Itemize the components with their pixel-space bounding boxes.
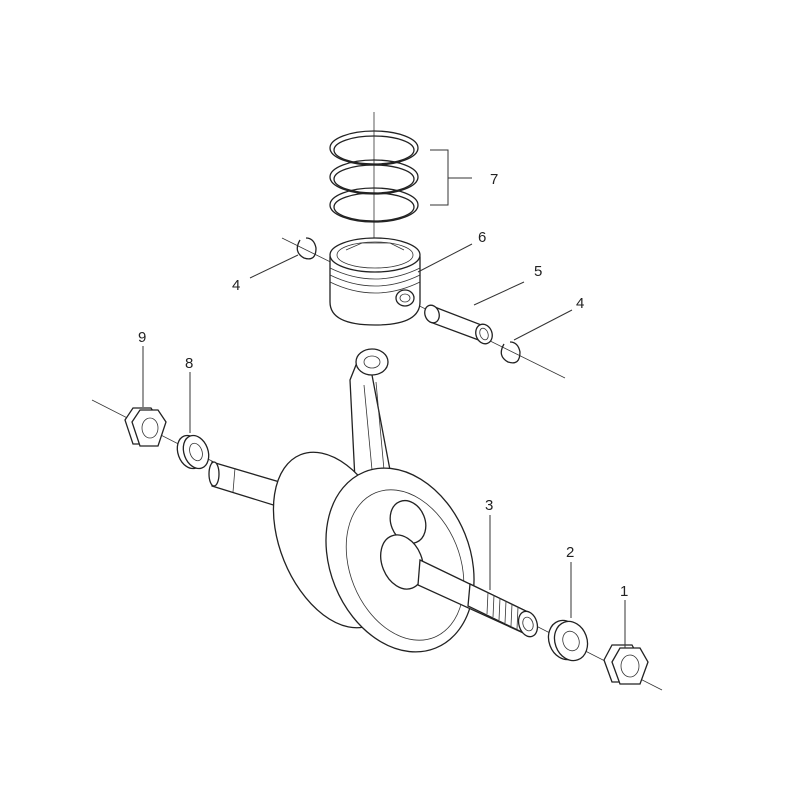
callout-5: 5 [534, 263, 542, 280]
callout-4-left: 4 [232, 277, 240, 294]
callout-1: 1 [620, 583, 628, 600]
callout-9: 9 [138, 329, 146, 346]
callout-2: 2 [566, 544, 574, 561]
callout-7: 7 [490, 171, 498, 188]
nut-left [124, 407, 167, 447]
callout-6: 6 [478, 229, 486, 246]
piston-pin [424, 304, 493, 345]
leader-lines [142, 243, 626, 648]
washer-left [176, 434, 210, 470]
nut-right [603, 644, 649, 685]
callout-8: 8 [185, 355, 193, 372]
circlip-right [500, 341, 521, 364]
washer-right [547, 619, 589, 662]
circlip-left [296, 237, 317, 260]
piston [329, 237, 421, 326]
callout-labels: 1 2 3 4 4 5 6 7 8 9 [138, 171, 628, 600]
callout-4-right: 4 [576, 295, 584, 312]
callout-3: 3 [485, 497, 493, 514]
connecting-rod [349, 348, 391, 481]
piston-rings [329, 130, 472, 223]
crankshaft [208, 451, 539, 653]
